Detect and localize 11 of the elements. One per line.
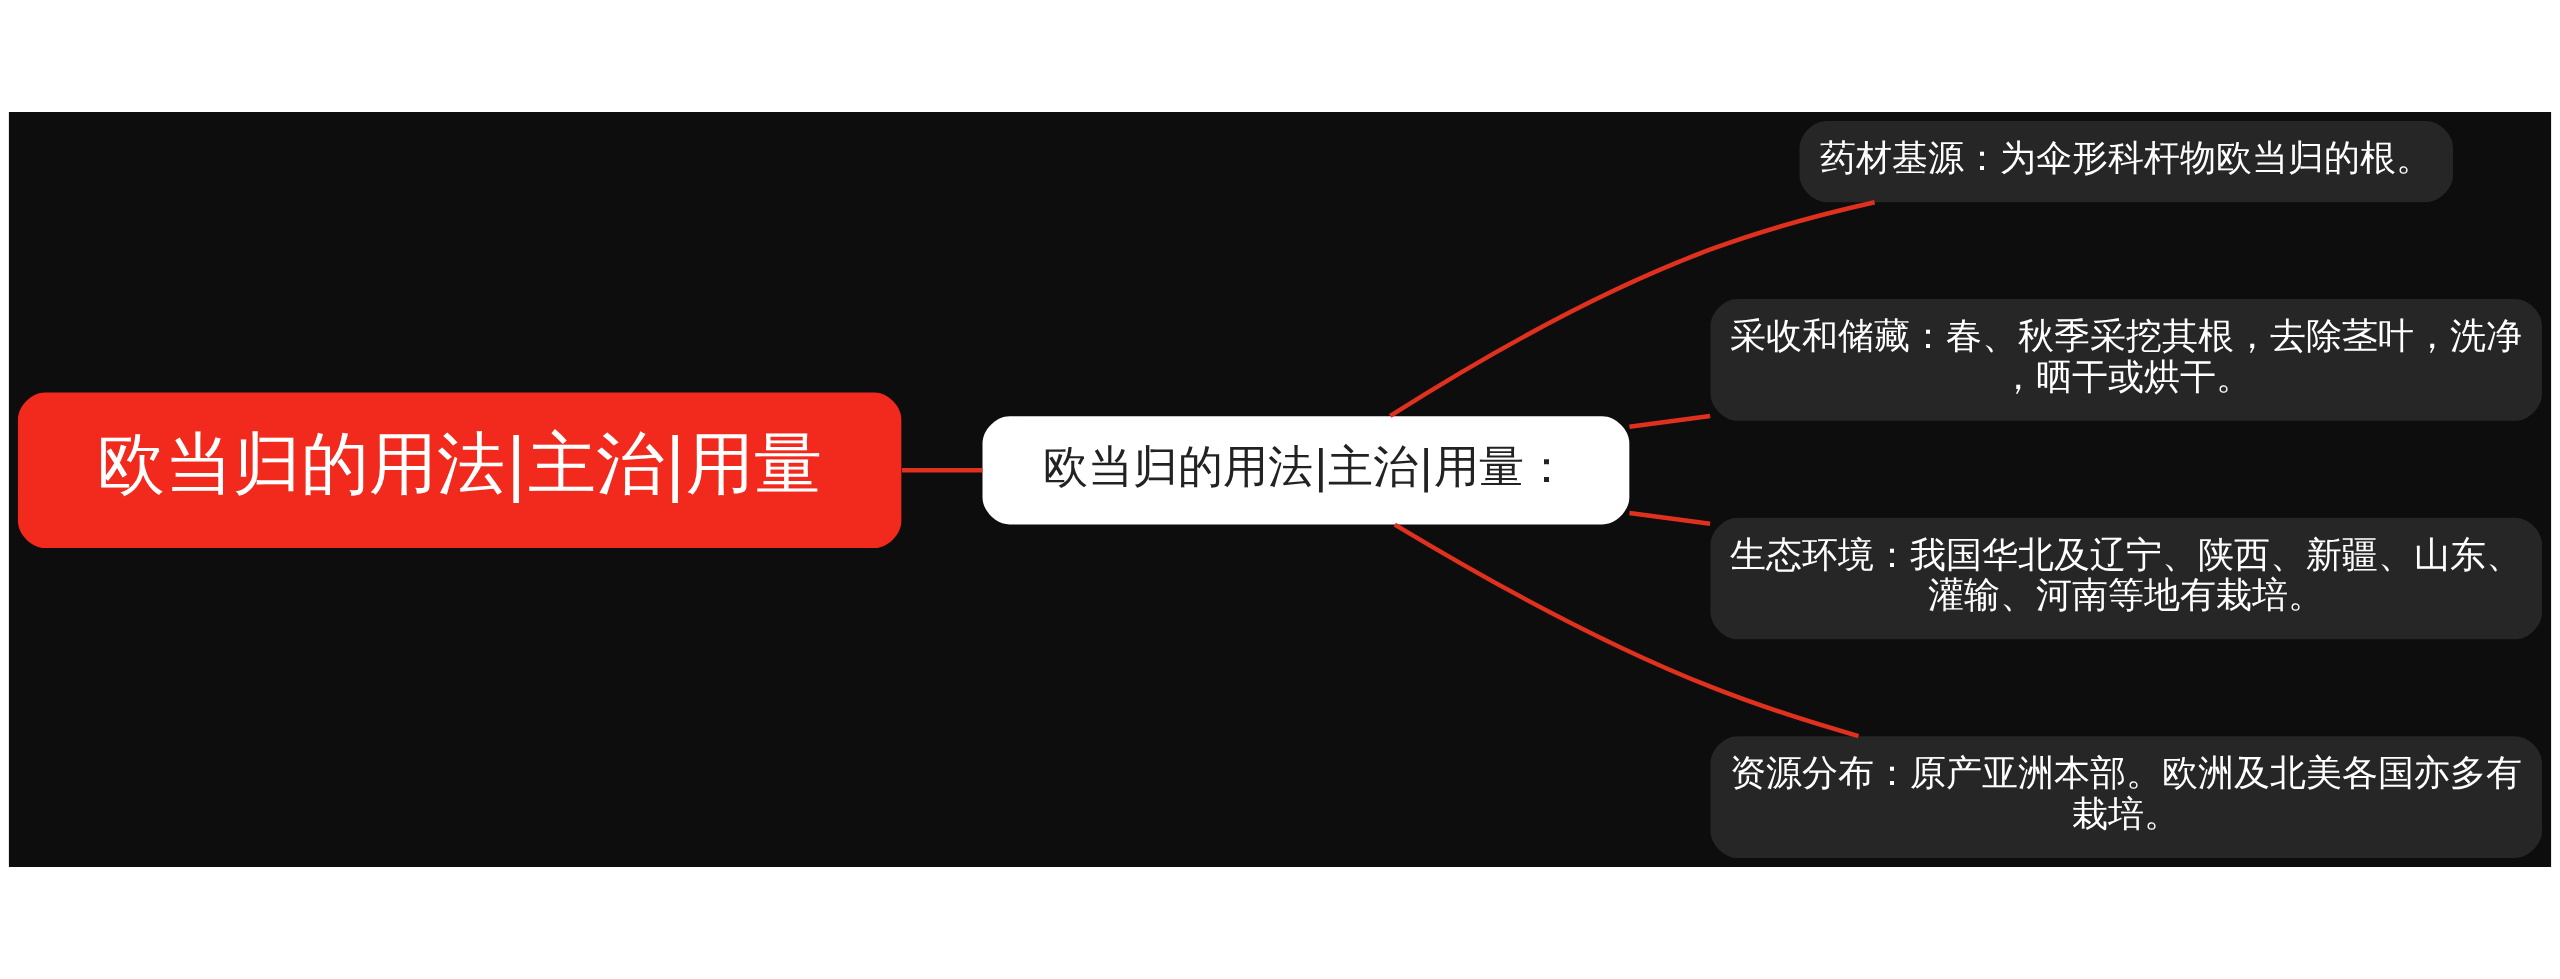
connector	[1629, 413, 1711, 430]
node-box: 生态环境：我国华北及辽宁、陕西、新疆、山东、灌输、河南等地有栽培。	[1710, 517, 2543, 640]
connector	[1393, 522, 1860, 739]
connector	[1629, 510, 1711, 526]
node-box: 药材基源：为伞形科杆物欧当归的根。	[1799, 121, 2454, 203]
node-box: 资源分布：原产亚洲本部。欧洲及北美各国亦多有栽培。	[1710, 736, 2543, 858]
node-box: 欧当归的用法|主治|用量	[17, 392, 902, 549]
connector	[1389, 200, 1876, 418]
connector	[901, 468, 983, 473]
node-box: 欧当归的用法|主治|用量：	[982, 416, 1630, 525]
node-box: 采收和储藏：春、秋季采挖其根，去除茎叶，洗净，晒干或烘干。	[1710, 299, 2543, 421]
